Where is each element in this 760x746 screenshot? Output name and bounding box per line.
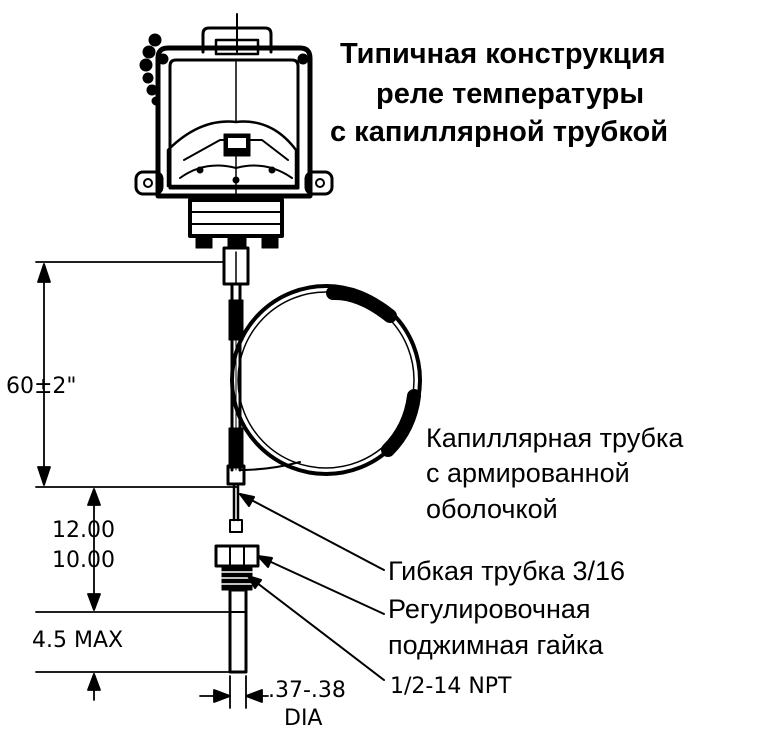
dim-span-lower: 10.00 xyxy=(52,548,115,573)
leader-lines xyxy=(239,493,385,681)
dim-capillary-length: 60±2" xyxy=(6,374,77,399)
relay-housing xyxy=(134,13,334,286)
label-nut-1: Регулировочная xyxy=(388,594,591,624)
armored-capillary xyxy=(228,282,422,476)
chain-icon xyxy=(139,33,162,106)
label-nut-2: поджимная гайка xyxy=(388,630,604,660)
dim-diameter: .37-.38 xyxy=(268,678,346,703)
dim-diameter-unit: DIA xyxy=(284,706,323,731)
label-capillary-2: с армированной xyxy=(426,458,630,488)
label-thread: 1/2-14 NPT xyxy=(390,674,512,699)
title-line-2: реле температуры xyxy=(376,78,645,110)
dim-span-upper: 12.00 xyxy=(52,518,115,543)
sensing-bulb-assembly xyxy=(214,464,260,674)
label-flex-tube: Гибкая трубка 3/16 xyxy=(388,556,626,586)
dimension-lines xyxy=(35,261,269,709)
title-line-3: с капиллярной трубкой xyxy=(330,116,669,148)
dim-bulb-length: 4.5 MAX xyxy=(32,628,124,653)
title-line-1: Типичная конструкция xyxy=(340,38,666,70)
label-capillary-1: Капиллярная трубка xyxy=(426,423,684,453)
label-capillary-3: оболочкой xyxy=(426,494,558,524)
